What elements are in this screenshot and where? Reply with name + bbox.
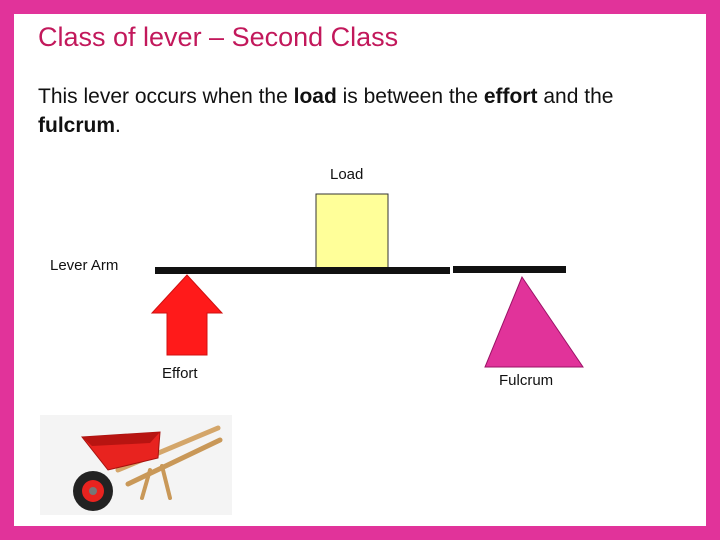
description-part1: This lever occurs when the — [38, 85, 294, 108]
lever-arm-left — [155, 267, 450, 274]
lever-arm-label: Lever Arm — [50, 257, 119, 274]
load-label: Load — [330, 166, 364, 183]
lever-arm-right — [453, 266, 566, 273]
description-effort: effort — [483, 85, 538, 108]
effort-arrow — [150, 274, 224, 356]
description-part4: . — [115, 114, 121, 137]
description-part2: is between the — [336, 85, 484, 108]
description-text: This lever occurs when the load is betwe… — [38, 82, 678, 140]
load-box — [315, 193, 389, 271]
description-fulcrum: fulcrum — [38, 114, 116, 137]
fulcrum-label: Fulcrum — [499, 372, 554, 389]
wheelbarrow-image — [40, 415, 232, 515]
slide-title: Class of lever – Second Class — [38, 22, 399, 52]
fulcrum-triangle — [484, 275, 584, 368]
effort-label: Effort — [162, 365, 198, 382]
description-load: load — [293, 85, 337, 108]
description-part3: and the — [537, 85, 614, 108]
